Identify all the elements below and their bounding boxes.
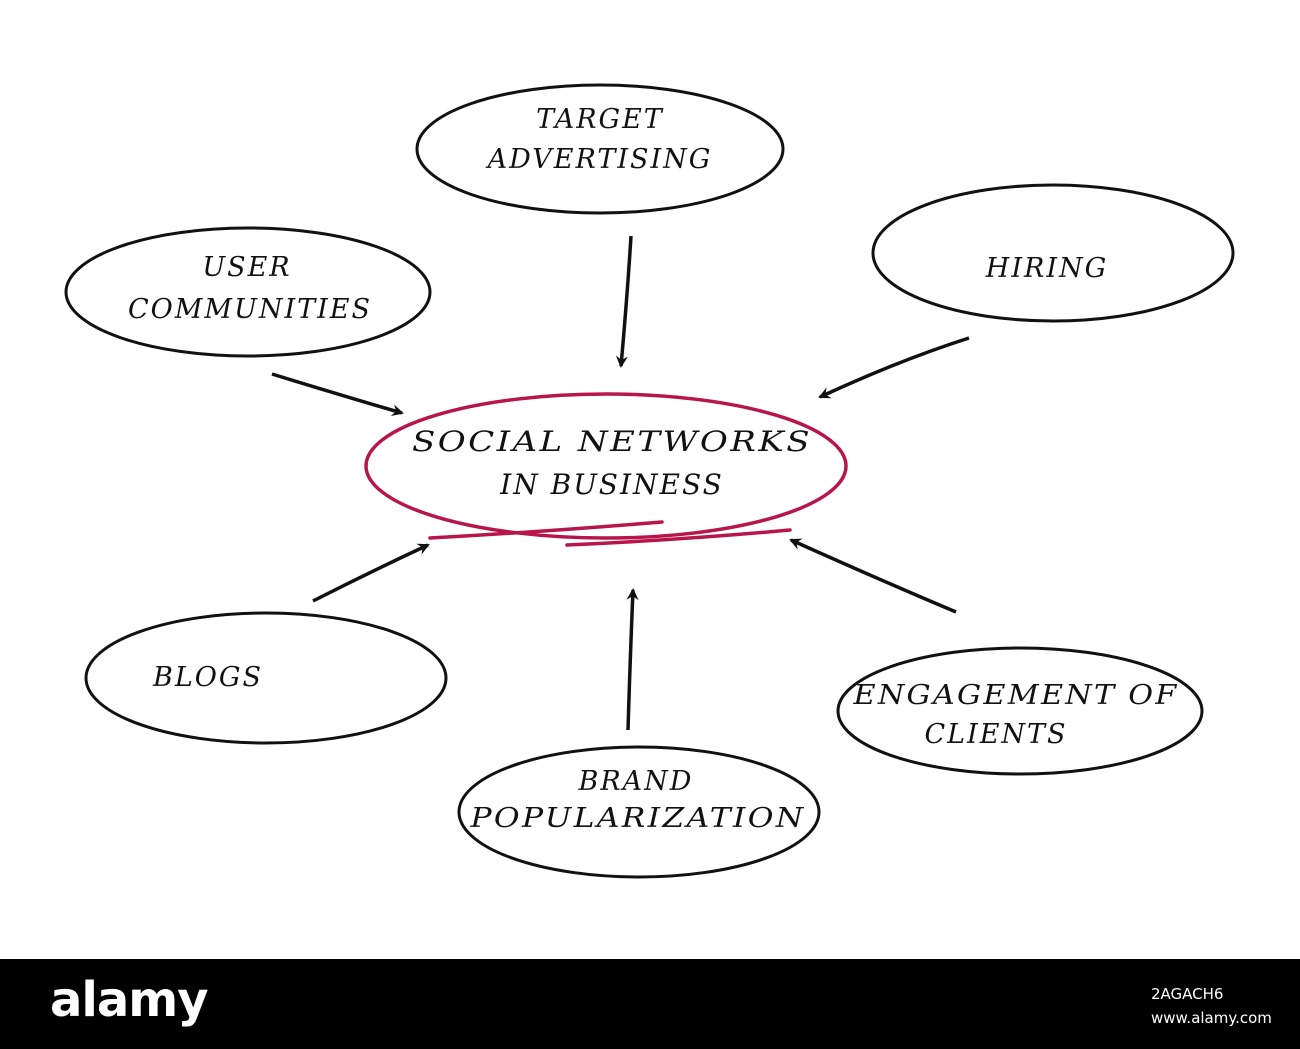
watermark-brand-logo: alamy (50, 972, 209, 1028)
mind-map-diagram: TARGET ADVERTISING HIRING USER COMMUNITI… (64, 83, 1235, 879)
arrow-blogs (312, 543, 430, 603)
watermark-site: www.alamy.com (1151, 1009, 1272, 1027)
node-label-target-advertising-line-2: ADVERTISING (485, 144, 713, 175)
arrow-user-communities (271, 372, 404, 416)
node-label-engagement-of-clients-line-2: CLIENTS (924, 719, 1067, 750)
arrow-brand-popularization (626, 588, 639, 731)
node-label-hiring: HIRING (985, 253, 1108, 284)
node-ellipse-brand-popularization (457, 745, 821, 879)
watermark-bar (0, 959, 1300, 1049)
node-label-user-communities-line-2: COMMUNITIES (128, 294, 372, 325)
arrow-target-advertising (615, 235, 633, 368)
node-ellipse-engagement-of-clients (836, 646, 1204, 776)
node-ellipse-hiring (871, 183, 1235, 323)
center-label-line-2: IN BUSINESS (499, 468, 724, 501)
arrow-engagement-of-clients (789, 538, 957, 614)
node-ellipse-user-communities (64, 226, 432, 358)
node-label-target-advertising-line-1: TARGET (536, 104, 664, 135)
center-underline-stroke-2 (565, 528, 792, 547)
node-ellipse-target-advertising (415, 83, 785, 215)
node-label-brand-popularization-line-2: POPULARIZATION (469, 803, 805, 834)
center-label-line-1: SOCIAL NETWORKS (412, 425, 812, 458)
center-ellipse (364, 392, 848, 540)
node-label-blogs: BLOGS (152, 662, 263, 693)
node-label-user-communities-line-1: USER (202, 252, 291, 283)
node-label-engagement-of-clients-line-1: ENGAGEMENT OF (852, 680, 1178, 711)
center-underline (428, 520, 664, 540)
node-ellipse-blogs (84, 611, 448, 745)
node-label-brand-popularization-line-1: BRAND (578, 766, 694, 797)
watermark-image-id: 2AGACH6 (1151, 985, 1224, 1003)
arrow-hiring (818, 336, 970, 399)
